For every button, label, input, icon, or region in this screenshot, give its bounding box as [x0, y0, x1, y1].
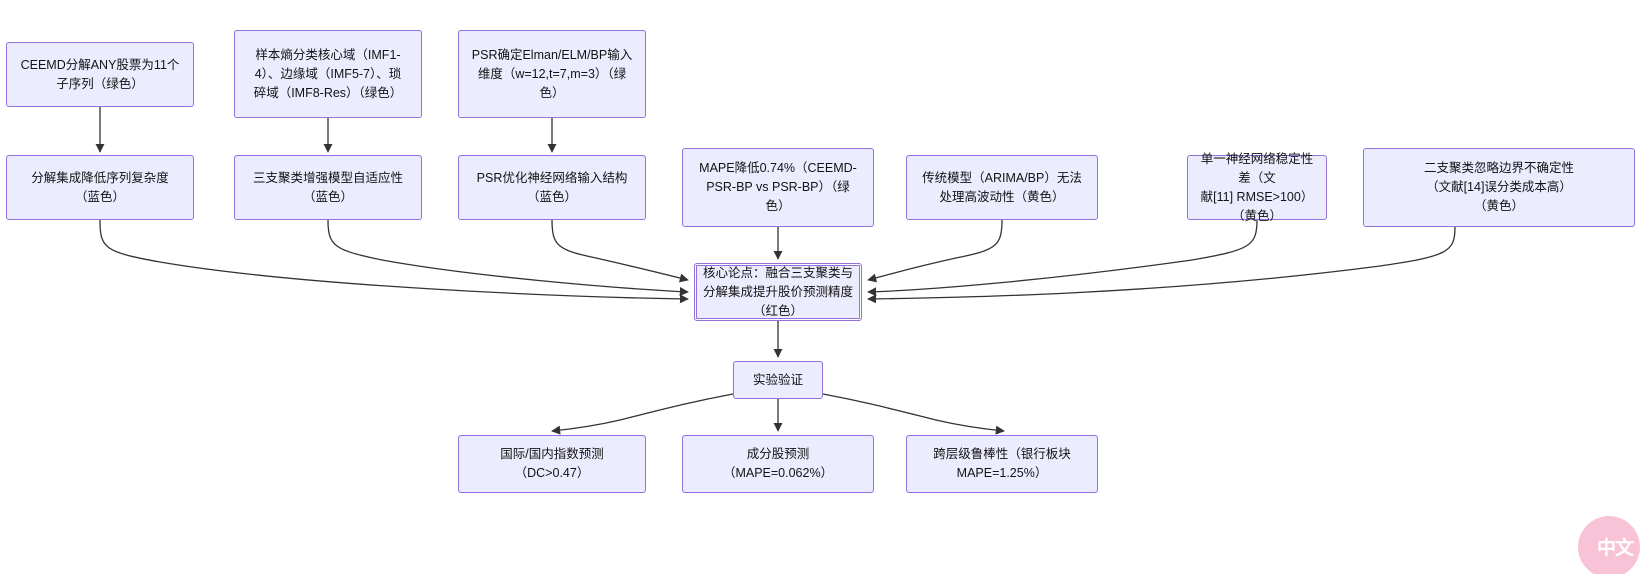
node-label: 二支聚类忽略边界不确定性（文献[14]误分类成本高）（黄色）	[1423, 161, 1574, 213]
node-label: 核心论点：融合三支聚类与分解集成提升股价预测精度（红色）	[703, 265, 854, 318]
node-label: 实验验证	[752, 372, 803, 387]
node-sample-entropy-classification[interactable]: 样本熵分类核心域（IMF1-4）、边缘域（IMF5-7）、琐碎域（IMF8-Re…	[234, 30, 422, 118]
node-single-network-instability[interactable]: 单一神经网络稳定性差（文献[11] RMSE>100）（黄色）	[1187, 152, 1327, 223]
node-three-way-clustering-adaptivity[interactable]: 三支聚类增强模型自适应性（蓝色）	[234, 155, 422, 220]
node-core-thesis[interactable]: 核心论点：融合三支聚类与分解集成提升股价预测精度（红色）	[694, 263, 862, 321]
node-label: 国际/国内指数预测（DC>0.47）	[500, 447, 604, 480]
node-label: CEEMD分解ANY股票为11个子序列（绿色）	[20, 57, 180, 91]
edge-n9-core	[867, 219, 1258, 297]
node-ceemd-decomposition[interactable]: CEEMD分解ANY股票为11个子序列（绿色）	[6, 42, 194, 107]
node-constituent-stock-result[interactable]: 成分股预测（MAPE=0.062%）	[682, 435, 874, 493]
node-traditional-model-limitation[interactable]: 传统模型（ARIMA/BP）无法处理高波动性（黄色）	[906, 155, 1098, 220]
edge-n10-core	[867, 226, 1456, 304]
node-experimental-validation[interactable]: 实验验证	[733, 361, 823, 399]
node-label: 样本熵分类核心域（IMF1-4）、边缘域（IMF5-7）、琐碎域（IMF8-Re…	[253, 47, 403, 100]
edge-n4-core	[99, 219, 689, 304]
node-decomposition-reduces-complexity[interactable]: 分解集成降低序列复杂度（蓝色）	[6, 155, 194, 220]
node-psr-input-dimension[interactable]: PSR确定Elman/ELM/BP输入维度（w=12,t=7,m=3）（绿色）	[458, 30, 646, 118]
edge-n11-n14	[822, 393, 1005, 435]
edge-n11-n12	[551, 393, 734, 435]
node-label: 单一神经网络稳定性差（文献[11] RMSE>100）（黄色）	[1200, 151, 1314, 223]
watermark-text: 中文	[1596, 537, 1634, 559]
node-index-prediction-result[interactable]: 国际/国内指数预测（DC>0.47）	[458, 435, 646, 493]
node-label: 三支聚类增强模型自适应性（蓝色）	[252, 170, 403, 204]
node-label: MAPE降低0.74%（CEEMD-PSR-BP vs PSR-BP）（绿色）	[699, 161, 857, 213]
node-psr-optimizes-network-input[interactable]: PSR优化神经网络输入结构（蓝色）	[458, 155, 646, 220]
edge-n5-core	[327, 219, 689, 297]
node-label: 成分股预测（MAPE=0.062%）	[722, 447, 834, 480]
node-label: PSR优化神经网络输入结构（蓝色）	[476, 170, 628, 204]
node-label: PSR确定Elman/ELM/BP输入维度（w=12,t=7,m=3）（绿色）	[471, 47, 633, 100]
node-mape-reduction[interactable]: MAPE降低0.74%（CEEMD-PSR-BP vs PSR-BP）（绿色）	[682, 148, 874, 227]
node-label: 传统模型（ARIMA/BP）无法处理高波动性（黄色）	[922, 170, 1082, 204]
node-two-way-clustering-boundary[interactable]: 二支聚类忽略边界不确定性（文献[14]误分类成本高）（黄色）	[1363, 148, 1635, 227]
node-label: 分解集成降低序列复杂度（蓝色）	[31, 170, 169, 204]
watermark-badge: 中文	[1578, 516, 1640, 574]
edge-n6-core	[551, 219, 689, 283]
edge-n8-core	[867, 219, 1003, 283]
